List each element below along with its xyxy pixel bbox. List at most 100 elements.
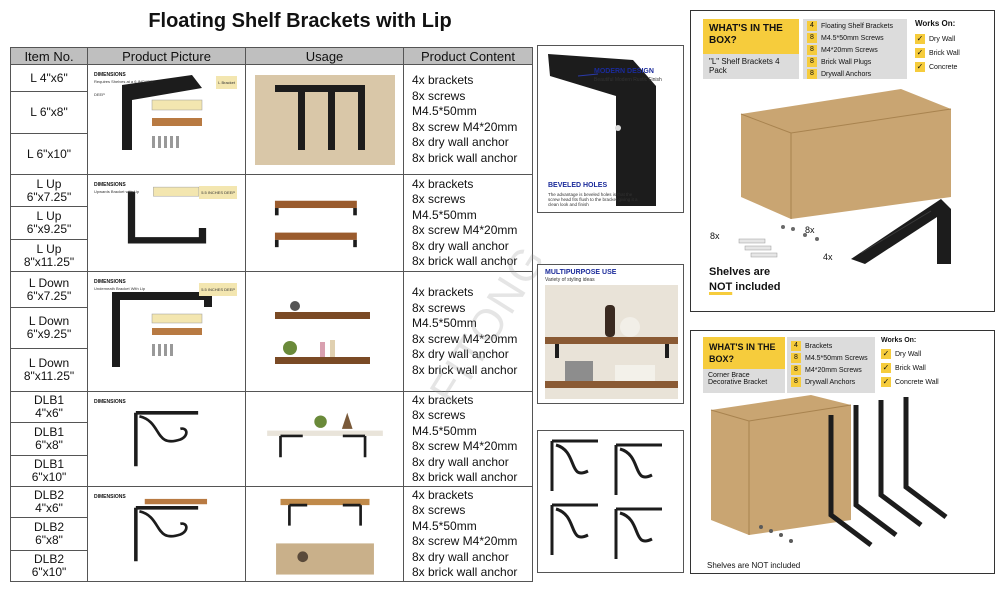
table-row: L Up 6"x9.25": [10, 206, 533, 240]
works-on-label: Brick Wall: [929, 49, 960, 57]
works-on: Works On: ✓Dry Wall✓Brick Wall✓Concrete …: [881, 337, 939, 389]
content-line: 8x screws M4.5*50mm: [412, 503, 477, 533]
item-number-cell: L Up 8"x11.25": [10, 239, 88, 272]
quantity-badge: 4: [791, 341, 801, 351]
dimensions-label: DIMENSIONS: [94, 71, 126, 78]
shelves-note-line2: NOT included: [709, 281, 781, 293]
quantity-badge: 8: [791, 377, 801, 387]
checkmark-icon: ✓: [881, 377, 891, 387]
item-number-cell: L 6"x8": [10, 91, 88, 134]
content-line: 4x brackets: [412, 176, 474, 191]
count-label: 8x: [805, 225, 815, 235]
usage-cell: [245, 391, 404, 487]
table-row: L Up 8"x11.25": [10, 239, 533, 272]
table-row: L Down 8"x11.25": [10, 348, 533, 392]
content-line: 8x screws M4.5*50mm: [412, 300, 477, 331]
scroll-brackets-illustration: [550, 439, 662, 559]
item-number-cell: L 6"x10": [10, 133, 88, 175]
box-panel-corner-brace: WHAT'S IN THE BOX? Corner Brace Decorati…: [690, 330, 995, 574]
usage-photo: [254, 74, 395, 165]
contents-list-item: 4 Brackets: [787, 340, 875, 352]
contents-list-item: 8 Brick Wall Plugs: [803, 56, 907, 68]
works-on-label: Dry Wall: [895, 350, 922, 358]
works-on-title: Works On:: [915, 19, 956, 28]
works-on-item: ✓Dry Wall: [881, 347, 939, 361]
item-number-cell: DLB1 6"x8": [10, 422, 88, 456]
content-line: 8x screw M4*20mm: [412, 119, 518, 134]
contents-item-label: Floating Shelf Brackets: [821, 22, 893, 30]
modern-design-sub: Beautiful Modern Rustic Finish: [594, 77, 662, 83]
multipurpose-sub: Variety of styling ideas: [545, 277, 595, 283]
usage-cell: [245, 271, 404, 392]
dimensions-label: DIMENSIONS: [94, 278, 126, 285]
scroll-bracket-panel: [537, 430, 684, 573]
content-line: 8x brick wall anchor: [412, 150, 518, 165]
content-line: 8x screw M4*20mm: [412, 223, 518, 237]
contents-item-label: Brick Wall Plugs: [821, 58, 872, 66]
box-contents-illustration: [710, 395, 948, 547]
contents-item-label: M4*20mm Screws: [805, 366, 862, 374]
usage-photo: [266, 412, 383, 457]
item-number-cell: L Up 6"x9.25": [10, 206, 88, 240]
shelves-note: Shelves are NOT included: [707, 561, 801, 570]
content-line: 8x dry wall anchor: [412, 549, 509, 564]
bracket-dimension-diagram: [133, 410, 198, 466]
quantity-badge: 8: [807, 57, 817, 67]
dimensions-label: DIMENSIONS: [94, 398, 126, 405]
dimensions-subnote: L Bracket: [216, 75, 237, 89]
dimensions-note: Upwards Bracket with Lip: [94, 188, 140, 194]
table-header-row: Item No. Product Picture Usage Product C…: [10, 47, 533, 65]
checkmark-icon: ✓: [915, 34, 925, 44]
quantity-badge: 8: [807, 69, 817, 79]
works-on-item: ✓Concrete: [915, 60, 960, 74]
quantity-badge: 4: [807, 21, 817, 31]
whats-in-box-header: WHAT'S IN THE BOX?: [703, 337, 785, 369]
content-line: 8x dry wall anchor: [412, 135, 509, 149]
table-row: L Down 6"x9.25": [10, 307, 533, 349]
content-line: 8x screws M4.5*50mm: [412, 88, 477, 119]
contents-item-label: Brackets: [805, 342, 833, 350]
contents-item-label: M4*20mm Screws: [821, 46, 878, 54]
item-number-cell: L Down 8"x11.25": [10, 348, 88, 392]
contents-list-item: 8 Drywall Anchors: [803, 68, 907, 80]
dimensions-subnote: 5.5 INCHES DEEP: [199, 185, 237, 199]
content-line: 8x brick wall anchor: [412, 565, 518, 579]
contents-list-item: 4 Floating Shelf Brackets: [803, 20, 907, 32]
box-contents-illustration: [738, 89, 952, 264]
usage-photo: [274, 300, 370, 364]
bracket-dimension-diagram: [111, 291, 212, 367]
included-text: included: [735, 281, 781, 293]
content-line: 8x screws M4.5*50mm: [412, 192, 477, 222]
content-line: 8x brick wall anchor: [412, 470, 518, 484]
content-line: 8x brick wall anchor: [412, 362, 518, 377]
usage-photo: [275, 498, 374, 575]
contents-item-label: Drywall Anchors: [821, 70, 872, 78]
contents-item-label: M4.5*50mm Screws: [805, 354, 868, 362]
checkmark-icon: ✓: [881, 363, 891, 373]
works-on-item: ✓Brick Wall: [915, 46, 960, 60]
item-number-cell: DLB2 4"x6": [10, 486, 88, 518]
header-product-content: Product Content: [403, 47, 533, 65]
dimensions-subnote: 5.5 INCHES DEEP: [199, 282, 237, 296]
works-on-item: ✓Brick Wall: [881, 361, 939, 375]
table-row: DLB2 6"x10": [10, 550, 533, 582]
quantity-badge: 8: [791, 353, 801, 363]
table-row: L 6"x8": [10, 91, 533, 134]
content-line: 8x screws M4.5*50mm: [412, 408, 477, 438]
quantity-badge: 8: [807, 33, 817, 43]
kitchen-shelves-photo: [545, 285, 678, 399]
contents-list-item: 8 M4.5*50mm Screws: [787, 352, 875, 364]
product-picture-cell: DIMENSIONS: [87, 391, 246, 487]
content-line: 4x brackets: [412, 285, 474, 299]
beveled-holes-label: BEVELED HOLES: [548, 182, 608, 189]
header-item-no: Item No.: [10, 47, 88, 65]
